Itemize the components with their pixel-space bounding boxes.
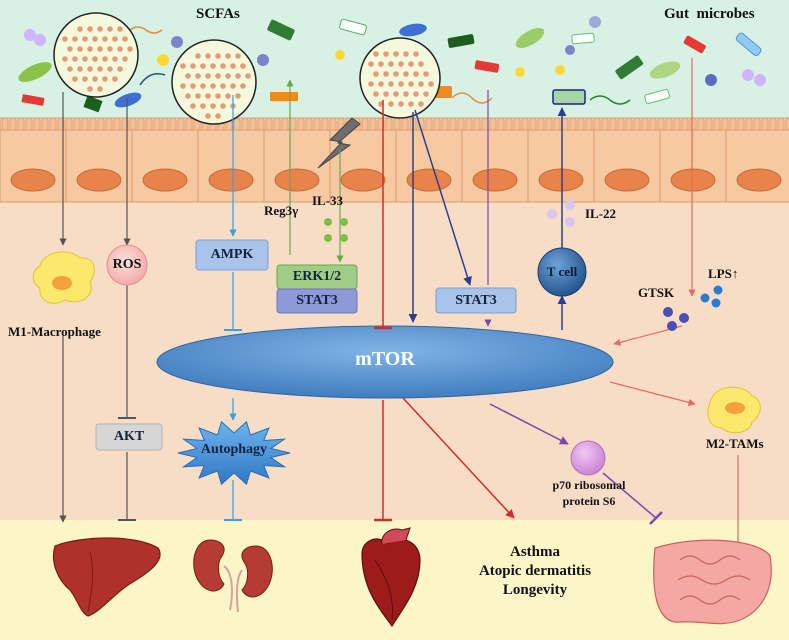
pathway-arrows <box>59 58 739 560</box>
disease-asthma: Asthma <box>509 544 560 560</box>
stat3-right-box: STAT3 <box>455 292 497 308</box>
erk-box: ERK1/2 <box>292 269 342 284</box>
mtor-label: mTOR <box>355 348 415 370</box>
akt-box-bg <box>95 423 163 451</box>
heart-icon <box>361 527 421 628</box>
stat3-right-box-bg <box>435 287 517 314</box>
kidneys-icon <box>193 539 273 613</box>
scfas-label: SCFAs <box>196 6 240 22</box>
gut-microbes-label: Gut microbes <box>664 6 755 22</box>
akt-box: AKT <box>113 429 145 444</box>
m1-macrophage-icon <box>32 251 95 304</box>
bacteria-cluster-icon <box>53 12 441 125</box>
m2-label: M2-TAMs <box>706 436 764 451</box>
autophagy-burst-icon <box>177 420 291 486</box>
ros-label: ROS <box>112 257 142 272</box>
t-cell-label: T cell <box>546 264 578 279</box>
ros-node <box>106 244 148 286</box>
il22-dots <box>547 200 575 227</box>
gtsk-dots <box>663 307 689 331</box>
lps-dots <box>700 285 723 308</box>
epithelium-layer <box>0 117 789 203</box>
il33-label: IL-33 <box>312 193 344 208</box>
lps-label: LPS↑ <box>708 266 739 281</box>
lightning-bolt-icon <box>317 117 361 169</box>
t-cell-node <box>537 247 587 297</box>
microbe-decorations <box>18 16 766 113</box>
il22-label: IL-22 <box>585 206 617 221</box>
gtsk-label: GTSK <box>638 285 675 300</box>
stat3-left-box-bg <box>276 288 358 314</box>
intestine-icon <box>653 539 772 625</box>
stat3-left-box: STAT3 <box>296 293 338 308</box>
m2-tams-icon <box>707 386 761 434</box>
ampk-box: AMPK <box>210 247 254 262</box>
mtor-node <box>156 325 614 399</box>
autophagy-label: Autophagy <box>200 442 268 457</box>
liver-icon <box>52 537 161 617</box>
p70-label-2: protein S6 <box>562 494 616 508</box>
disease-atopic-dermatitis: Atopic dermatitis <box>478 563 592 579</box>
disease-longevity: Longevity <box>502 582 568 598</box>
p70-node <box>570 440 606 476</box>
reg3y-label: Reg3γ <box>264 203 299 218</box>
ampk-box-bg <box>195 239 269 271</box>
m1-label: M1-Macrophage <box>8 324 101 339</box>
il33-dots <box>324 218 348 242</box>
p70-label-1: p70 ribosomal <box>552 478 626 492</box>
